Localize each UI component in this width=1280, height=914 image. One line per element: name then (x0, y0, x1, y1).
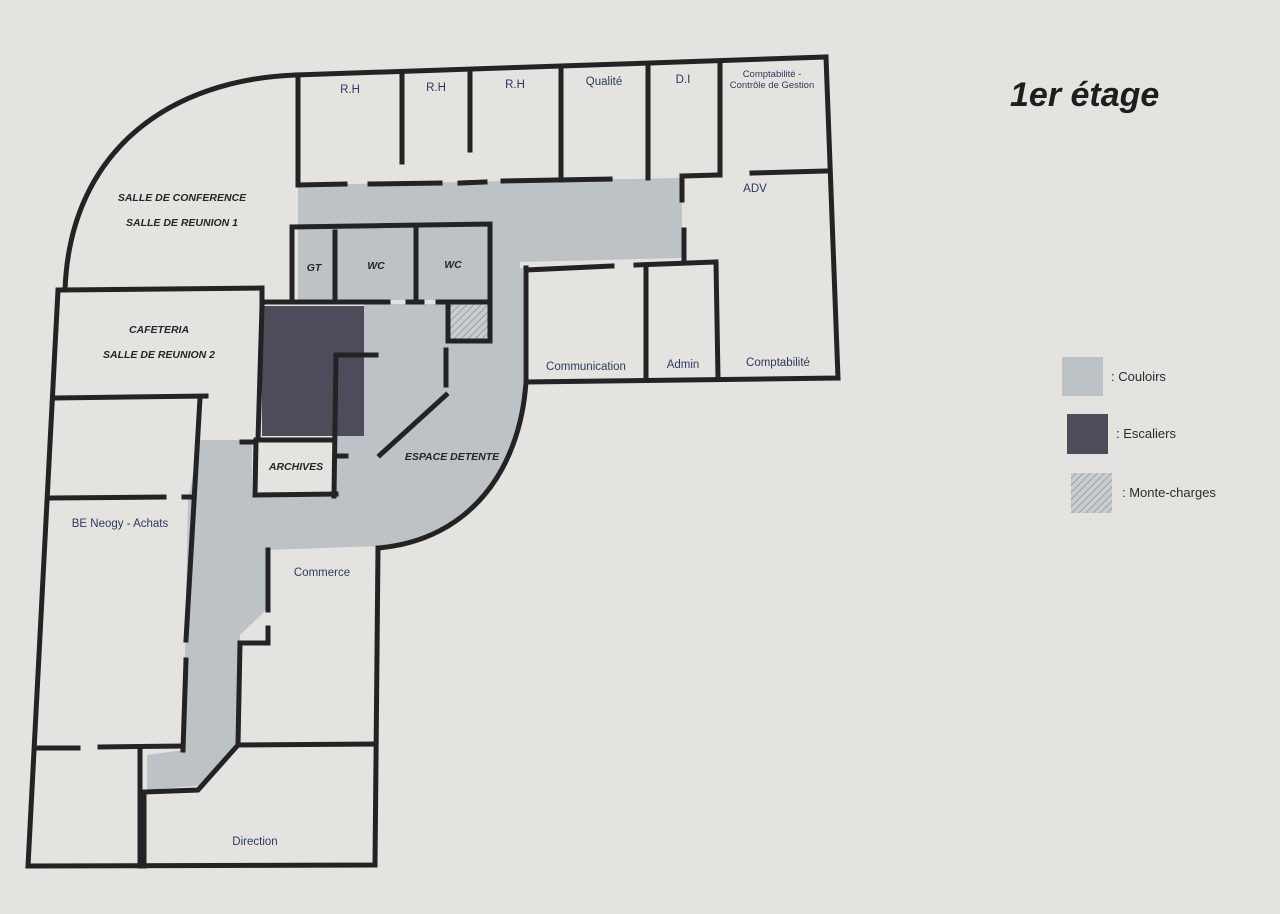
wall (445, 299, 493, 344)
wall (235, 640, 243, 748)
room-labels: R.H R.H R.H Qualité D.I Comptabilité - C… (72, 69, 815, 848)
stairs-area (262, 306, 364, 436)
freight-lift-area (450, 304, 488, 340)
wall (749, 168, 831, 176)
room-label-salle-conference: SALLE DE CONFERENCE (118, 192, 247, 204)
room-label-wc-2: WC (444, 259, 462, 271)
map-legend: : Couloirs : Escaliers : Monte-charges (1062, 357, 1216, 513)
room-label-adv: ADV (743, 183, 767, 195)
wall (59, 285, 265, 293)
room-label-direction: Direction (232, 836, 277, 848)
legend-label-couloirs: : Couloirs (1111, 369, 1166, 384)
wall (457, 179, 488, 186)
walls (25, 54, 841, 869)
wall (141, 741, 242, 869)
wall (679, 172, 723, 179)
wall (97, 743, 186, 750)
wall (295, 181, 348, 188)
wall (500, 176, 613, 184)
wall (633, 259, 719, 268)
corridor-espace-detente (147, 268, 523, 790)
wall (252, 491, 339, 498)
room-label-communication: Communication (546, 361, 626, 373)
room-label-rh-2: R.H (426, 82, 446, 94)
wall (235, 741, 378, 748)
legend-swatch-escaliers (1067, 414, 1108, 454)
room-label-gt: GT (307, 262, 323, 274)
wall (367, 180, 443, 187)
wall (49, 494, 167, 501)
room-label-compta-controle-line1: Comptabilité - (743, 69, 802, 80)
room-label-qualite: Qualité (586, 76, 622, 88)
legend-label-monte-charges: : Monte-charges (1122, 485, 1216, 500)
room-label-be-neogy: BE Neogy - Achats (72, 518, 169, 530)
room-label-salle-reunion-2: SALLE DE REUNION 2 (103, 349, 215, 361)
room-label-wc-1: WC (367, 260, 385, 272)
wall (376, 391, 450, 459)
legend-swatch-monte-charges (1071, 473, 1112, 513)
room-label-admin: Admin (667, 359, 700, 371)
wall (180, 657, 189, 753)
room-label-comptabilite: Comptabilité (746, 357, 810, 369)
legend-swatch-couloirs (1062, 357, 1103, 396)
room-label-di: D.I (676, 74, 691, 86)
wall (183, 395, 203, 643)
floor-title: 1er étage (1010, 76, 1159, 114)
room-label-cafeteria: CAFETERIA (129, 324, 189, 336)
wall (713, 259, 721, 381)
wall (53, 393, 209, 401)
room-label-rh-3: R.H (505, 79, 525, 91)
room-label-archives: ARCHIVES (268, 461, 323, 473)
wall (523, 263, 615, 273)
wall (289, 221, 493, 303)
outer-wall-main (25, 54, 841, 869)
wall (252, 437, 259, 498)
room-label-rh-1: R.H (340, 84, 360, 96)
room-label-espace-detente: ESPACE DETENTE (405, 451, 500, 463)
wall (331, 352, 339, 499)
room-label-compta-controle-line2: Contrôle de Gestion (730, 80, 815, 91)
room-label-commerce: Commerce (294, 567, 350, 579)
room-label-salle-reunion-1: SALLE DE REUNION 1 (126, 217, 238, 229)
legend-label-escaliers: : Escaliers (1116, 426, 1176, 441)
